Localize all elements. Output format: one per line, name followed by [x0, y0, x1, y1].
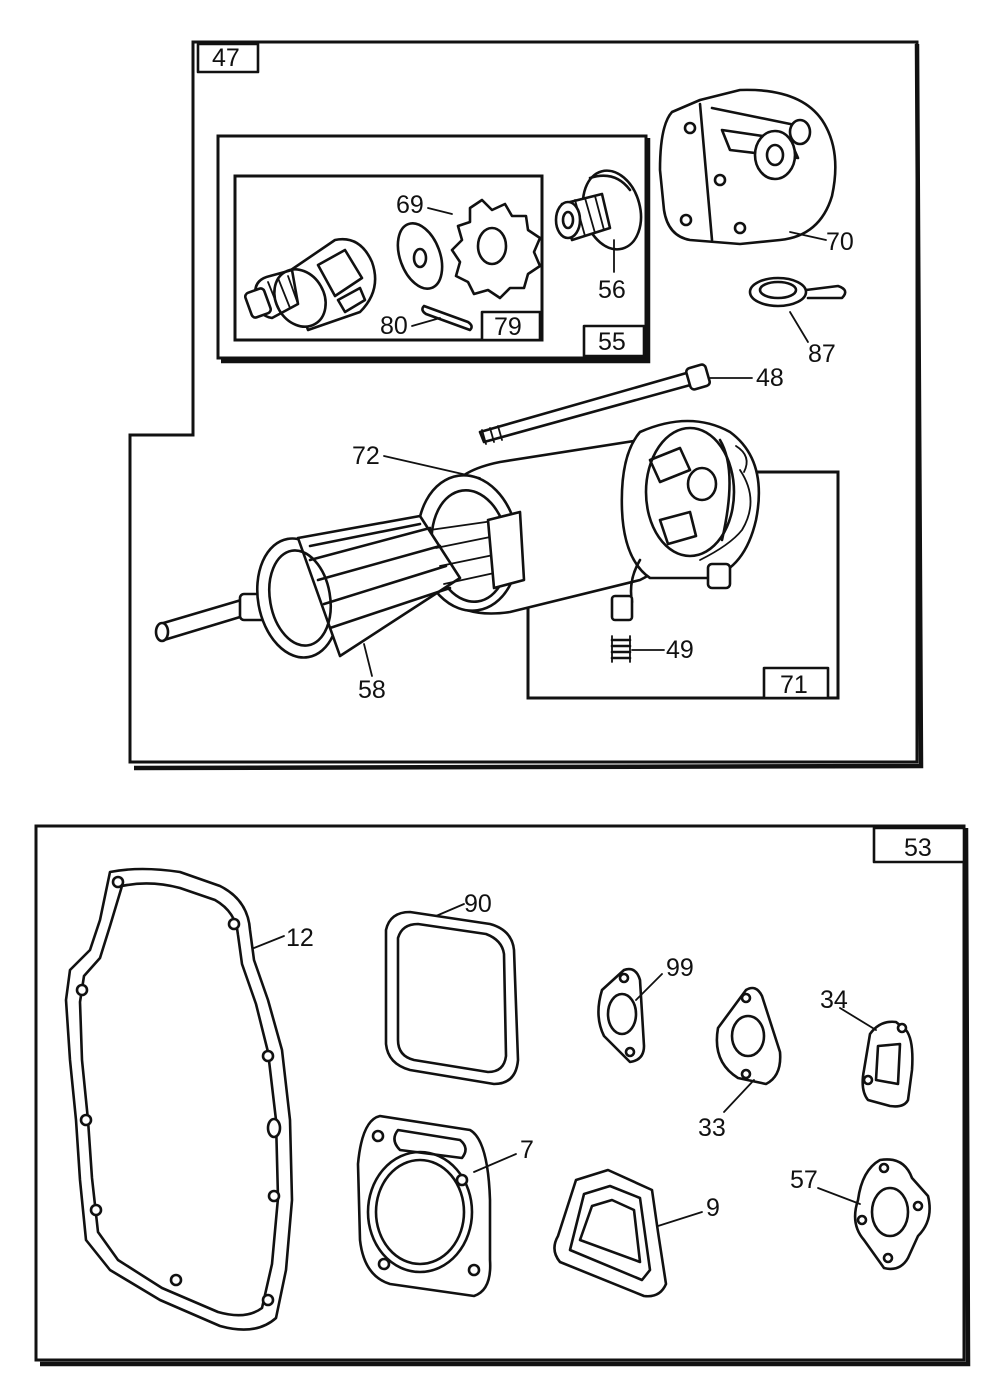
- kit-55-frame: 55: [216, 134, 651, 364]
- callout-7: 7: [520, 1136, 534, 1164]
- kit-53-tab: [872, 826, 966, 864]
- gasket-34: [861, 1020, 914, 1108]
- kit-53-frame: 53: [34, 824, 971, 1367]
- callout-87: 87: [808, 340, 836, 368]
- kit-47-label: 47: [212, 44, 240, 72]
- gasket-33: [715, 986, 782, 1086]
- crankcase-gasket: [64, 867, 294, 1331]
- kit-55-tab: [582, 324, 646, 358]
- drive-clutch-housing: [243, 237, 377, 332]
- callout-80: 80: [380, 312, 408, 340]
- callout-69: 69: [396, 191, 424, 219]
- brush-end-cap: [610, 419, 761, 622]
- kit-79-label: 79: [494, 313, 522, 341]
- callout-72: 72: [352, 442, 380, 470]
- screw-drive: [554, 169, 643, 251]
- callout-34: 34: [820, 986, 848, 1014]
- seal-ring: [748, 276, 847, 308]
- callout-58: 58: [358, 676, 386, 704]
- upper-leader-lines: [363, 207, 827, 677]
- cylinder-head-gasket: [356, 1114, 492, 1298]
- callout-49: 49: [666, 636, 694, 664]
- kit-79-tab: [480, 310, 542, 342]
- roll-pin: [421, 304, 473, 332]
- callout-33: 33: [698, 1114, 726, 1142]
- kit-47-frame: 47: [128, 40, 924, 771]
- callout-12: 12: [286, 924, 314, 952]
- kit-71-label: 71: [780, 671, 808, 699]
- end-cap: [658, 88, 837, 246]
- kit-55-label: 55: [598, 328, 626, 356]
- lower-leader-lines: [253, 903, 877, 1227]
- callout-9: 9: [706, 1194, 720, 1222]
- through-bolt: [478, 363, 711, 445]
- callout-57: 57: [790, 1166, 818, 1194]
- pinion-gear: [450, 198, 542, 300]
- callout-56: 56: [598, 276, 626, 304]
- callout-90: 90: [464, 890, 492, 918]
- kit-53-label: 53: [904, 834, 932, 862]
- kit-79-frame: 79: [233, 174, 544, 342]
- kit-71-tab: [762, 666, 830, 700]
- rocker-cover-gasket: [384, 910, 520, 1086]
- kit-71-frame: 71: [526, 470, 840, 700]
- callout-70: 70: [826, 228, 854, 256]
- gasket-57: [853, 1158, 931, 1271]
- armature: [154, 510, 526, 659]
- brush-spring: [610, 635, 632, 663]
- callout-99: 99: [666, 954, 694, 982]
- washer: [396, 222, 444, 290]
- gasket-99: [597, 967, 646, 1064]
- callout-48: 48: [756, 364, 784, 392]
- gasket-9: [553, 1168, 668, 1298]
- kit-47-tab: [196, 42, 260, 74]
